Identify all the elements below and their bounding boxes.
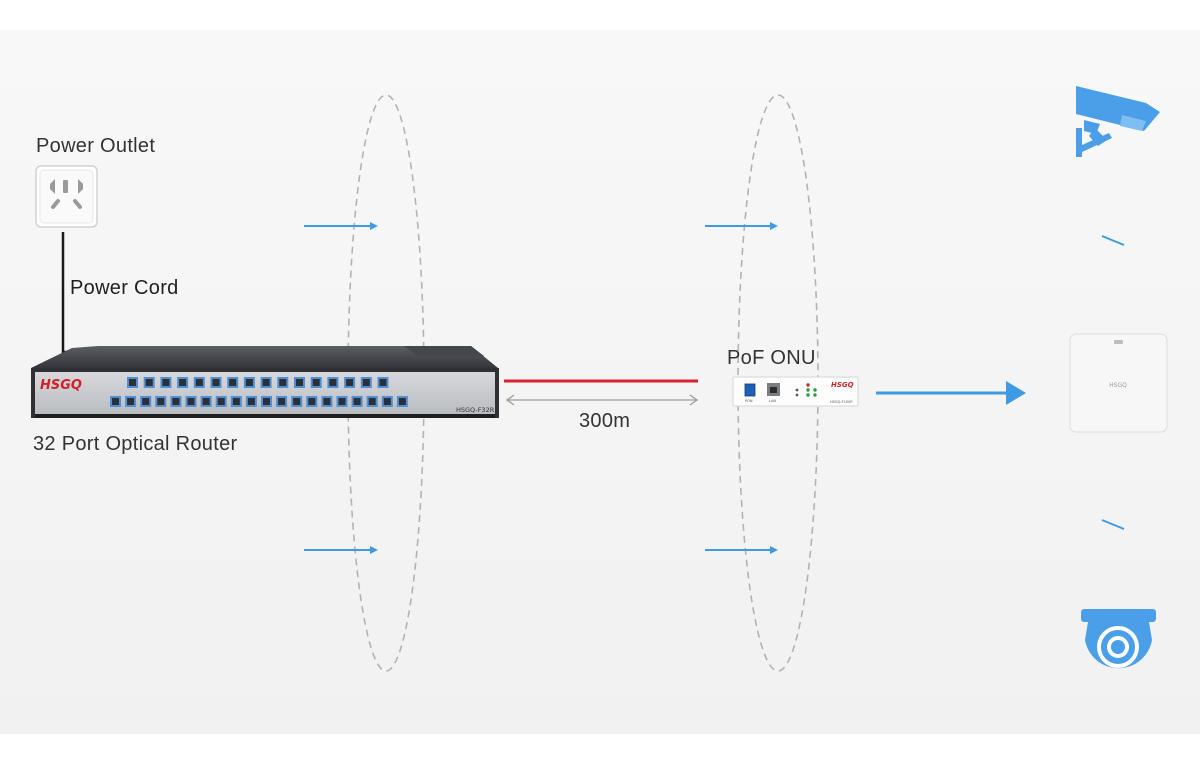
- link-dash: [1101, 235, 1125, 246]
- sfp-port-slot: [157, 398, 165, 405]
- sfp-port-slot: [127, 398, 135, 405]
- sfp-port-slot: [202, 398, 210, 405]
- optical-router-device: HSGQ HSGQ-F32R: [31, 346, 499, 418]
- onu-label: PoF ONU: [727, 347, 816, 369]
- sfp-port-slot: [379, 379, 387, 386]
- sfp-port-slot: [338, 398, 346, 405]
- onu-port-label-pon: PON: [745, 399, 753, 403]
- distance-label: 300m: [579, 410, 631, 432]
- sfp-port-slot: [346, 379, 354, 386]
- sfp-port-slot: [353, 398, 361, 405]
- onu-port-label-lan: LAN: [769, 399, 776, 403]
- sfp-port-slot: [262, 379, 270, 386]
- dome-camera-icon: [1081, 609, 1156, 669]
- sfp-port-slot: [329, 379, 337, 386]
- sfp-port-slot: [172, 398, 180, 405]
- sfp-port-slot: [263, 398, 270, 405]
- sfp-port-slot: [129, 379, 136, 386]
- link-dash: [1101, 519, 1125, 530]
- sfp-port-slot: [308, 398, 316, 405]
- onu-brand: HSGQ: [831, 381, 854, 389]
- sfp-port-slot: [323, 398, 331, 405]
- power-cord-label: Power Cord: [70, 277, 179, 299]
- sfp-port-slot: [293, 398, 301, 405]
- sfp-port-slot: [195, 379, 203, 386]
- distance-arrow: [505, 394, 699, 406]
- sfp-port-slot: [187, 398, 195, 405]
- sfp-port-slot: [312, 379, 320, 386]
- router-brand: HSGQ: [40, 378, 82, 393]
- sfp-port-slot: [279, 379, 287, 386]
- sfp-port-slot: [162, 379, 170, 386]
- sfp-port-slot: [383, 398, 391, 405]
- sfp-port-slot: [142, 398, 150, 405]
- sfp-port-slot: [362, 379, 370, 386]
- sfp-port-slot: [296, 379, 303, 386]
- sfp-port-slot: [112, 398, 119, 405]
- bullet-camera-icon: [1076, 86, 1160, 157]
- sfp-port-slot: [245, 379, 253, 386]
- power-outlet-icon: [35, 165, 98, 228]
- sfp-port-slot: [229, 379, 237, 386]
- power-outlet-label: Power Outlet: [36, 135, 156, 157]
- router-port-group: [110, 377, 408, 407]
- onu-to-ap-arrowhead: [1006, 381, 1026, 405]
- sfp-port-slot: [179, 379, 187, 386]
- sfp-port-slot: [145, 379, 153, 386]
- ap-brand: HSGQ: [1109, 382, 1127, 389]
- router-model: HSGQ-F32R: [456, 406, 495, 414]
- pof-onu-device: PON LAN HSGQ HSGQ-F100P: [732, 376, 859, 407]
- sfp-port-slot: [212, 379, 220, 386]
- sfp-port-slot: [398, 398, 406, 405]
- onu-model: HSGQ-F100P: [830, 400, 853, 404]
- sfp-port-slot: [217, 398, 225, 405]
- router-label: 32 Port Optical Router: [33, 433, 238, 455]
- sfp-port-slot: [232, 398, 240, 405]
- sfp-port-slot: [247, 398, 255, 405]
- sfp-port-slot: [368, 398, 376, 405]
- sfp-port-slot: [278, 398, 286, 405]
- wireless-ap-icon: HSGQ: [1069, 333, 1168, 433]
